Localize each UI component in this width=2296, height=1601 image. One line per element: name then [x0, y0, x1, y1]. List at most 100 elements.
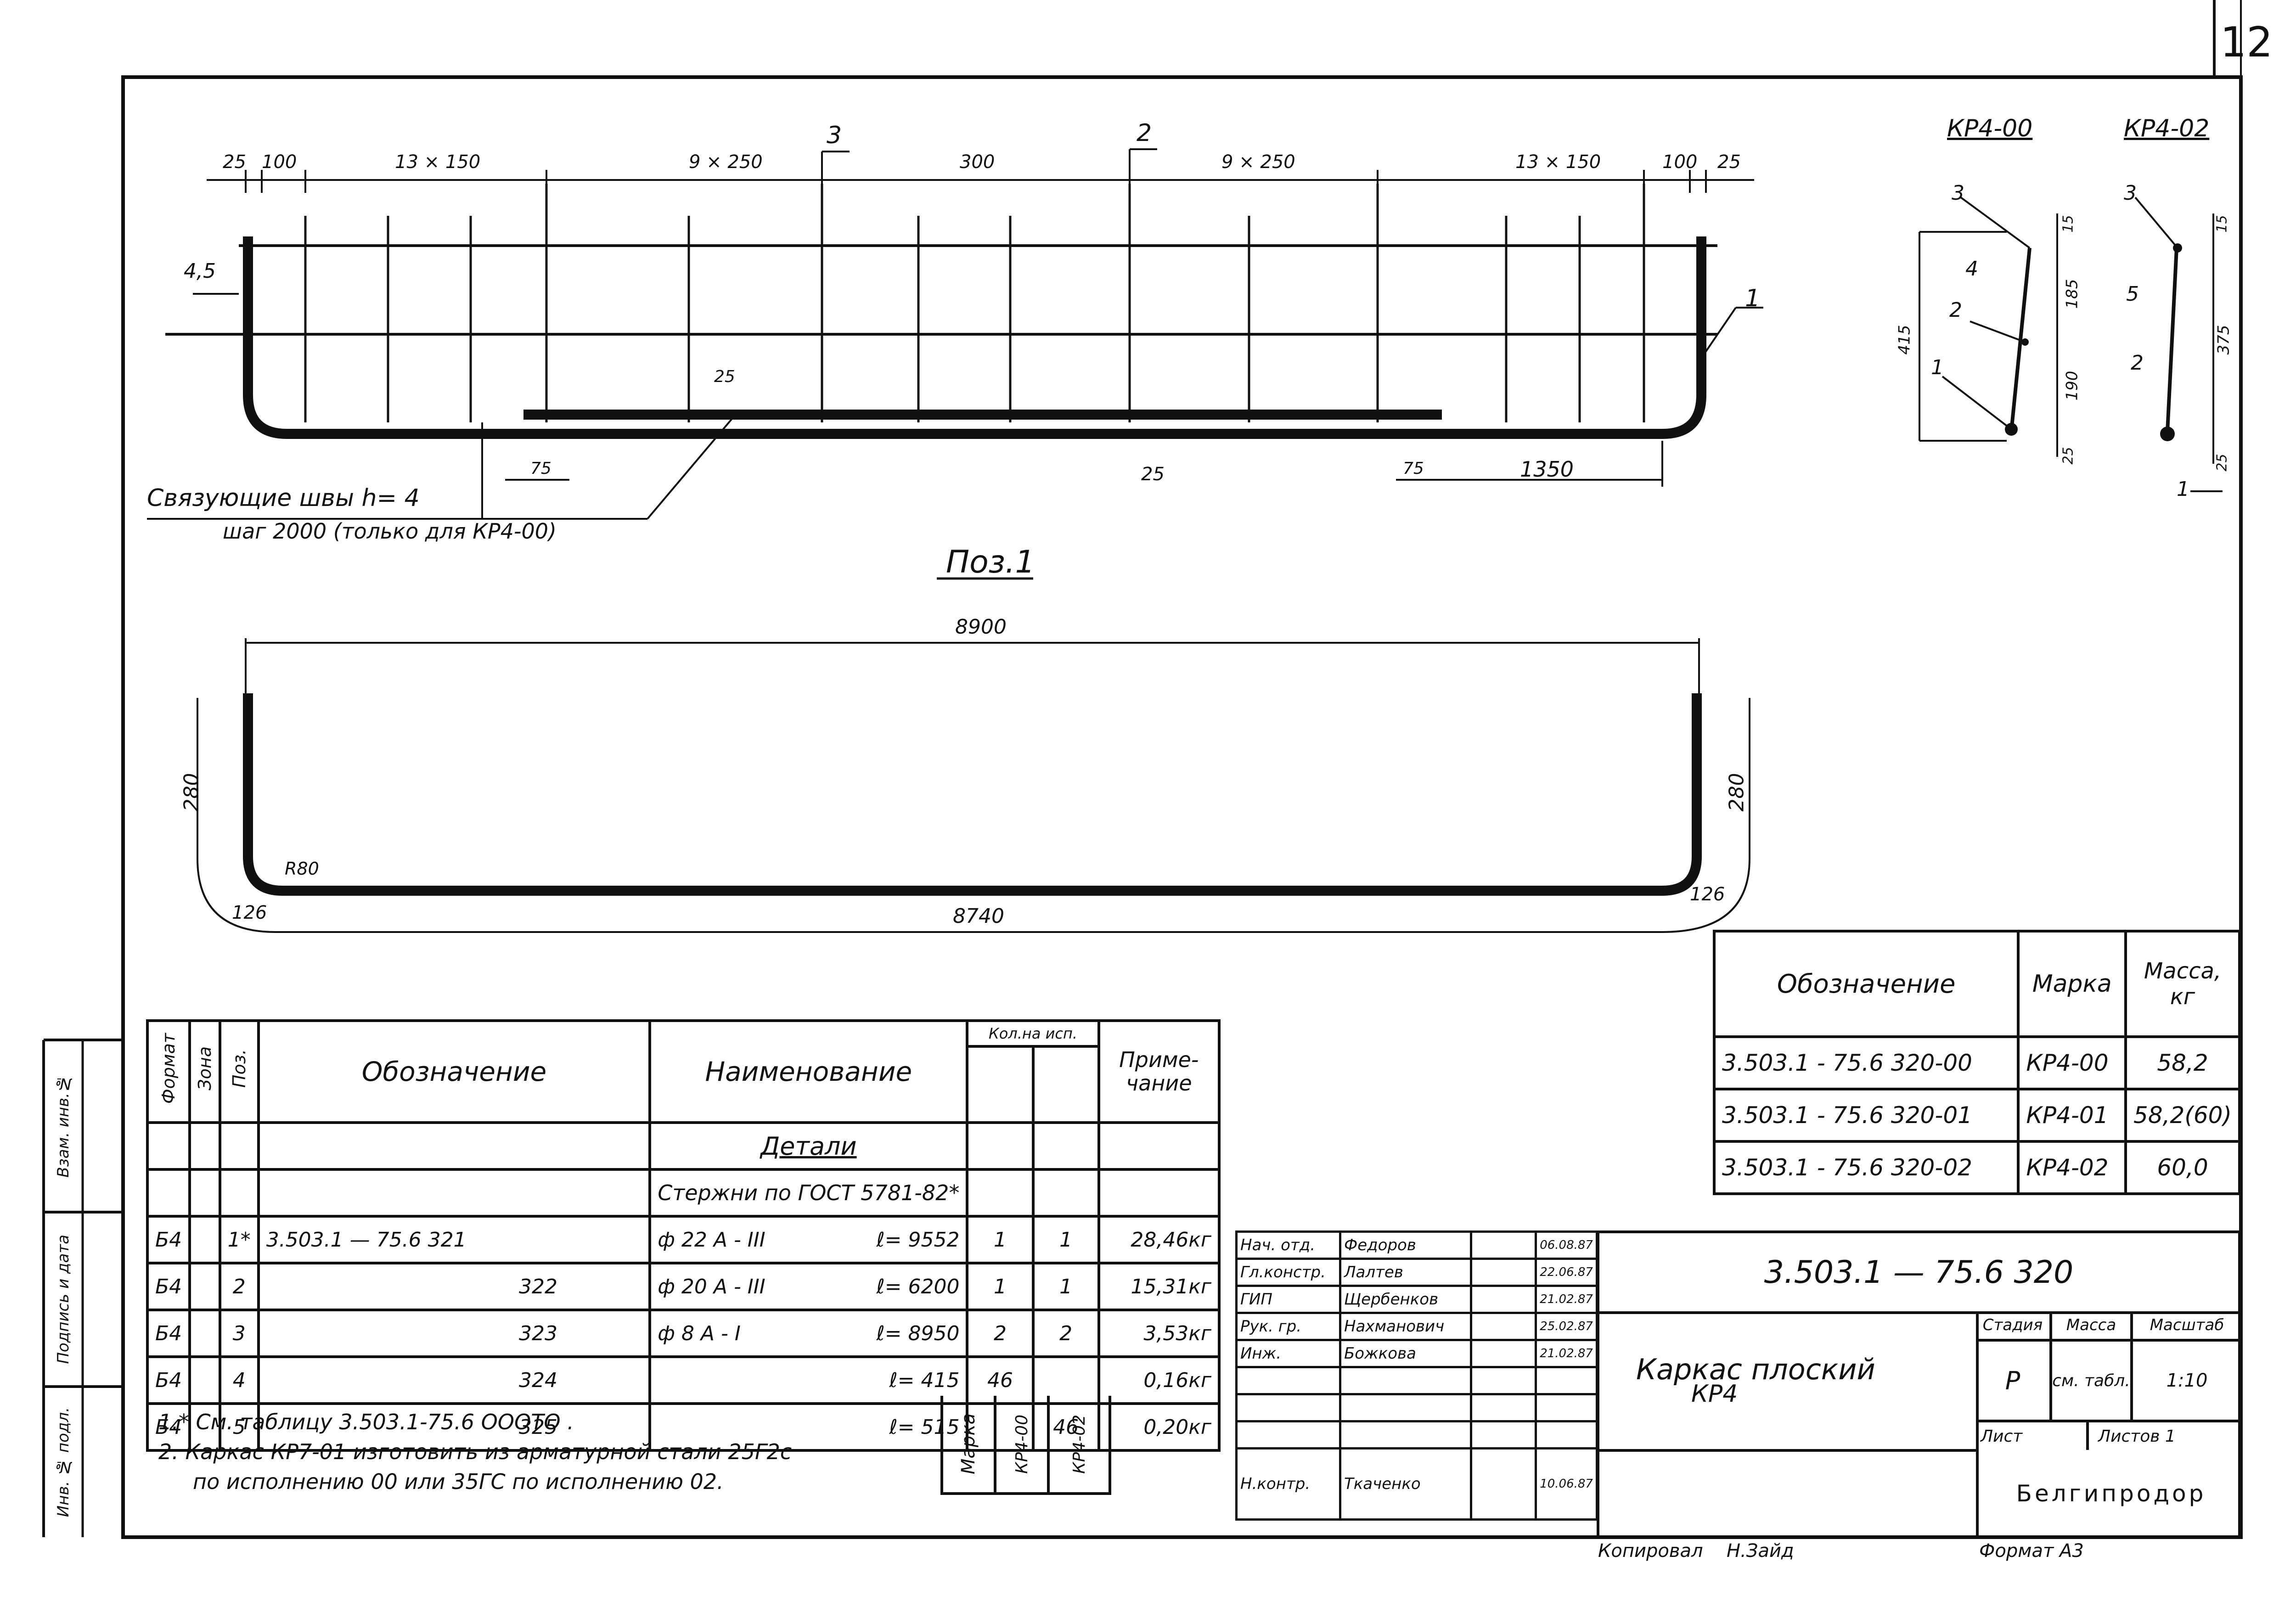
- cell: 15,31кг: [1097, 1262, 1221, 1311]
- cell: [188, 1402, 221, 1452]
- section-dim: 15: [2060, 215, 2077, 233]
- section-label: 4: [1965, 257, 1978, 281]
- side-strip-cell: Взам. инв.№: [46, 1042, 80, 1210]
- table-row: 3.503.1 - 75.6 320-02 КР4-02 60,0: [1712, 1140, 2241, 1195]
- cell: 46: [966, 1355, 1035, 1405]
- weld-note-line1: Связующие швы h= 4: [147, 484, 420, 512]
- weld-note-line2: шаг 2000 (только для КР4-00): [223, 519, 557, 544]
- section-dim: 15: [2214, 215, 2230, 233]
- cell: ℓ= 9552: [826, 1215, 969, 1264]
- cell: 22.06.87: [1535, 1258, 1598, 1287]
- cell: Б4: [146, 1262, 191, 1311]
- section-label: 1: [2177, 477, 2189, 501]
- cell: ф 8 А - I: [648, 1309, 827, 1358]
- cell: 3,53кг: [1097, 1309, 1221, 1358]
- mark-label: КР4-02: [1069, 1414, 1089, 1474]
- cell: [1535, 1366, 1598, 1395]
- section-dim: 415: [1895, 325, 1914, 355]
- cell: Божкова: [1339, 1339, 1472, 1368]
- cell: Н.контр.: [1235, 1447, 1341, 1521]
- cell: КР4-02: [2017, 1140, 2127, 1195]
- weld-dim: 25: [714, 367, 735, 386]
- signature: [1469, 1312, 1537, 1341]
- cell: 323: [257, 1309, 652, 1358]
- section-dim: 25: [2214, 454, 2230, 472]
- cell: ℓ= 415: [826, 1355, 969, 1405]
- cell: 60,0: [2124, 1140, 2241, 1195]
- dim-label: 13 × 150: [1515, 152, 1601, 173]
- dim-label: 9 × 250: [1221, 152, 1295, 173]
- cell: [1235, 1366, 1341, 1395]
- dim-label: 100: [1662, 152, 1698, 173]
- cell: Федоров: [1339, 1230, 1472, 1260]
- doc-code: 3.503.1 — 75.6 320: [1764, 1254, 2074, 1291]
- col-header: Кол.на исп.: [966, 1019, 1100, 1048]
- signature: [1469, 1447, 1537, 1521]
- section-title: Детали: [648, 1121, 969, 1171]
- signature: [1469, 1420, 1537, 1449]
- section-label: 3: [2124, 181, 2137, 205]
- cell: ГИП: [1235, 1285, 1341, 1314]
- col-header: Зона: [194, 1046, 215, 1090]
- sheet-label: Лист: [1976, 1422, 2089, 1450]
- col-header: Наименование: [648, 1019, 969, 1124]
- cell: [1339, 1393, 1472, 1422]
- cell: [188, 1309, 221, 1358]
- cell: [1031, 1355, 1100, 1405]
- col-header: Поз.: [229, 1049, 249, 1088]
- section-kr400-title: КР4-00: [1947, 115, 2033, 142]
- section-label: 3: [1952, 181, 1964, 205]
- mass-header: Масса: [2052, 1311, 2133, 1339]
- cell: 46: [1031, 1402, 1100, 1452]
- mark-label: КР4-00: [1012, 1414, 1031, 1474]
- table-row: Б4 1* 3.503.1 — 75.6 321 ф 22 А - III ℓ=…: [146, 1215, 1221, 1264]
- sheet-number: 12: [2220, 18, 2273, 67]
- cell: 4: [218, 1355, 260, 1405]
- position-label: 1: [1745, 285, 1761, 312]
- table-row: [1235, 1393, 1598, 1422]
- weld-dim: 1350: [1520, 457, 1574, 482]
- cell: [188, 1215, 221, 1264]
- cell: [966, 1402, 1035, 1452]
- note-line: 2. Каркас КР7-01 изготовить из арматурно…: [158, 1439, 792, 1464]
- dim-label: 9 × 250: [689, 152, 763, 173]
- cell: 1: [1031, 1262, 1100, 1311]
- cell: Б4: [146, 1215, 191, 1264]
- section-kr402-title: КР4-02: [2124, 115, 2210, 142]
- overall-length: 8900: [955, 615, 1007, 639]
- signature: [1469, 1366, 1537, 1395]
- signature: [1469, 1339, 1537, 1368]
- section-label: 1: [1931, 356, 1944, 379]
- cell: [648, 1355, 827, 1405]
- weld-dim: 75: [530, 459, 551, 478]
- section-dim: 375: [2214, 325, 2233, 355]
- dim-label: 25: [223, 152, 246, 173]
- mark-header: Обозначение: [1712, 930, 2020, 1038]
- cell: [1535, 1420, 1598, 1449]
- signature: [1469, 1285, 1537, 1314]
- cell: Рук. гр.: [1235, 1312, 1341, 1341]
- cell: [188, 1355, 221, 1405]
- cell: 3: [218, 1309, 260, 1358]
- cell: 28,46кг: [1097, 1215, 1221, 1264]
- organization: Белгипродор: [2016, 1480, 2206, 1507]
- cell: 5: [218, 1402, 260, 1452]
- offset-label: 4,5: [184, 259, 216, 283]
- note-line: по исполнению 00 или 35ГС по исполнению …: [193, 1469, 724, 1494]
- cell: ℓ= 6200: [826, 1262, 969, 1311]
- weld-dim: 25: [1141, 464, 1165, 485]
- doc-title-line1: Каркас плоский: [1636, 1353, 1875, 1386]
- cell: 2: [966, 1309, 1035, 1358]
- mark-header: Марка: [2017, 930, 2127, 1038]
- cell: Нахманович: [1339, 1312, 1472, 1341]
- mark-label: Марка: [958, 1413, 979, 1475]
- position-title: Поз.1: [946, 544, 1035, 580]
- inner-length: 8740: [953, 904, 1004, 928]
- cell: 0,20кг: [1097, 1402, 1221, 1452]
- table-row: [1235, 1420, 1598, 1449]
- cell: [1535, 1393, 1598, 1422]
